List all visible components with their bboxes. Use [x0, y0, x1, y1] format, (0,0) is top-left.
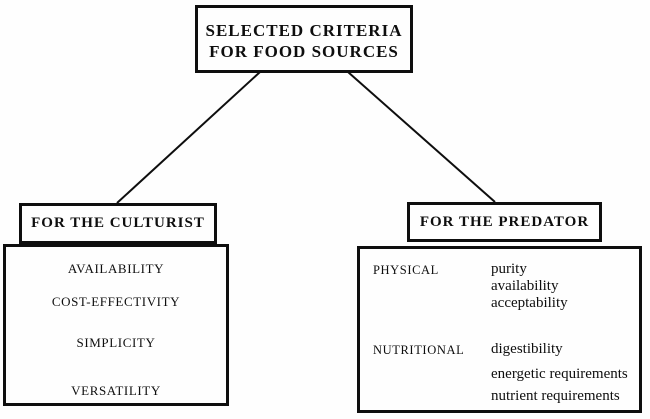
criteria-item: purity [491, 261, 527, 277]
predator-header-box: FOR THE PREDATOR [407, 202, 602, 242]
culturist-criteria-box: AVAILABILITY COST-EFFECTIVITY SIMPLICITY… [3, 244, 229, 406]
culturist-header-label: FOR THE CULTURIST [31, 215, 205, 231]
criteria-item: AVAILABILITY [67, 261, 165, 276]
criteria-item: SIMPLICITY [76, 335, 156, 350]
root-box: SELECTED CRITERIA FOR FOOD SOURCES [195, 5, 413, 73]
criteria-item: VERSATILITY [71, 383, 161, 398]
culturist-header-box: FOR THE CULTURIST [19, 203, 217, 244]
predator-criteria-box: PHYSICAL purity availability acceptabili… [357, 246, 642, 413]
connector-line-right [347, 71, 496, 203]
criteria-item: COST-EFFECTIVITY [51, 294, 181, 309]
root-title-line2: FOR FOOD SOURCES [209, 41, 399, 61]
category-label-physical: PHYSICAL [373, 263, 439, 277]
criteria-item: nutrient requirements [491, 388, 620, 404]
connector-line-left [116, 71, 261, 204]
criteria-item: acceptability [491, 295, 568, 311]
criteria-item: availability [491, 278, 559, 294]
predator-header-label: FOR THE PREDATOR [419, 213, 590, 230]
criteria-item: energetic requirements [491, 366, 628, 382]
criteria-item: digestibility [491, 341, 563, 357]
category-label-nutritional: NUTRITIONAL [373, 343, 465, 357]
root-title-line1: SELECTED CRITERIA [205, 20, 403, 40]
